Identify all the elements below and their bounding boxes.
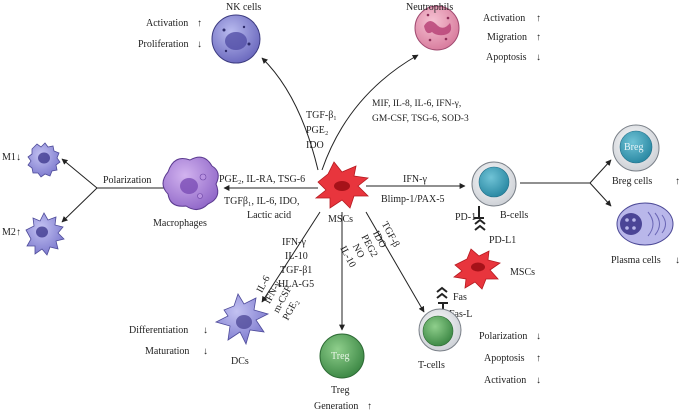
neutrophil-effect-2-label: Migration xyxy=(487,32,527,43)
m2-label: M2 xyxy=(2,227,16,238)
msc-nk-factors: TGF-β₁ PGE₂ IDO xyxy=(306,110,337,151)
dc-effect-1-label: Differentiation xyxy=(129,325,188,336)
m2-macrophage: M2 ↑ xyxy=(2,212,65,256)
dc-effect-1-arrow-icon: ↓ xyxy=(203,325,208,336)
fas-label: Fas xyxy=(453,292,467,303)
nk-cell-nucleus-icon xyxy=(225,32,247,50)
treg-cell-icon xyxy=(319,333,365,379)
msc-neutrophil-factors: MIF, IL-8, IL-6, IFN-γ, GM-CSF, TSG-6, S… xyxy=(372,99,469,124)
treg-factor-3: TGF-β1 xyxy=(280,265,312,276)
nk-effect-2-label: Proliferation xyxy=(138,39,189,50)
dc-effect-2-arrow-icon: ↓ xyxy=(203,346,208,357)
neutrophils-label: Neutrophils xyxy=(406,2,453,13)
dcs-label: DCs xyxy=(231,356,249,367)
breg-label: Breg cells xyxy=(612,176,652,187)
neutrophil-factors-line-1: MIF, IL-8, IL-6, IFN-γ, xyxy=(372,99,461,109)
factor-tgfb1: TGF-β₁ xyxy=(306,110,337,121)
macrophages-label: Macrophages xyxy=(153,218,207,229)
nk-cell: NK cells Activation ↑ Proliferation ↓ xyxy=(138,2,261,64)
factor-pge2: PGE₂ xyxy=(306,125,328,136)
neutrophil-effect-3-label: Apoptosis xyxy=(486,52,527,63)
plasma-cell: Plasma cells ↓ xyxy=(611,202,680,266)
pd1-receptor-icon xyxy=(474,206,484,219)
breg-arrow-icon: ↑ xyxy=(675,176,680,187)
tcell-effect-1-arrow-icon: ↓ xyxy=(536,331,541,342)
tcell-effect-2-label: Apoptosis xyxy=(484,353,525,364)
arrow-to-m2 xyxy=(61,187,98,223)
m1-arrow-icon: ↓ xyxy=(16,152,21,163)
fasl-label: Fas-L xyxy=(449,309,472,320)
arrow-msc-to-dcs xyxy=(261,211,321,303)
nk-cells-label: NK cells xyxy=(226,2,261,13)
factor-ido: IDO xyxy=(306,140,324,151)
m2-arrow-icon: ↑ xyxy=(16,227,21,238)
arrow-msc-to-neutrophils xyxy=(321,54,419,171)
bcell-factor-bottom: Blimp-1/PAX-5 xyxy=(381,194,445,205)
plasma-arrow-icon: ↓ xyxy=(675,255,680,266)
nk-effect-1-label: Activation xyxy=(146,18,188,29)
arrow-to-m1 xyxy=(61,158,98,189)
bcell: IFN-γ Blimp-1/PAX-5 B-cells PD-1 PD-L1 xyxy=(381,161,528,246)
macrophage-factors-top: PGE₂, IL-RA, TSG-6 xyxy=(219,174,305,185)
tcell-effect-1-label: Polarization xyxy=(479,331,527,342)
arrow-to-plasma xyxy=(589,182,612,207)
macrophage-factors-bottom-1: TGFβ₁, IL-6, IDO, xyxy=(224,196,300,207)
treg-inner-label: Treg xyxy=(331,351,350,362)
treg-factor-2: IL-10 xyxy=(285,251,308,262)
bcell-nucleus-icon xyxy=(478,166,510,198)
macrophage: Macrophages PGE₂, IL-RA, TSG-6 TGFβ₁, IL… xyxy=(103,156,305,229)
tcell-effect-3-label: Activation xyxy=(484,375,526,386)
tcell-effect-2-arrow-icon: ↑ xyxy=(536,353,541,364)
plasma-label: Plasma cells xyxy=(611,255,661,266)
neutrophil-effect-2-arrow-icon: ↑ xyxy=(536,32,541,43)
macrophage-factors-bottom-2: Lactic acid xyxy=(247,210,291,221)
nk-effect-2-arrow-icon: ↓ xyxy=(197,39,202,50)
pdl1-label: PD-L1 xyxy=(489,235,516,246)
treg-cell: IFN-γ IL-10 TGF-β1 HLA-G5 Treg Treg Gene… xyxy=(278,237,372,412)
dc-effect-2-label: Maturation xyxy=(145,346,189,357)
macrophage-nucleus-icon xyxy=(180,178,198,194)
msc-center: MSCs xyxy=(314,161,369,225)
tcell-nucleus-icon xyxy=(422,315,454,347)
tcell-effect-3-arrow-icon: ↓ xyxy=(536,375,541,386)
neutrophil-effect-1-arrow-icon: ↑ xyxy=(536,13,541,24)
tcell: TGF-β IDO PEG2 NO IL-10 T-cells Polariza… xyxy=(337,220,541,386)
arrows xyxy=(61,54,612,331)
treg-factor-1: IFN-γ xyxy=(282,237,306,248)
bcell-label: B-cells xyxy=(500,210,528,221)
neutrophil-nucleus-icon xyxy=(424,20,452,36)
neutrophil-effect-3-arrow-icon: ↓ xyxy=(536,52,541,63)
polarization-label: Polarization xyxy=(103,175,151,186)
msc-nucleus-icon xyxy=(334,181,350,191)
tcell-label: T-cells xyxy=(418,360,445,371)
plasma-nucleus-icon xyxy=(620,213,642,235)
treg-generation-arrow-icon: ↑ xyxy=(367,401,372,412)
dendritic-cell: IL-6 IFN-γ m-CSF PGE₂ DCs Differentiatio… xyxy=(129,274,301,367)
treg-generation-label: Generation xyxy=(314,401,358,412)
neutrophil: Neutrophils Activation ↑ Migration ↑ Apo… xyxy=(406,2,541,63)
arrow-msc-to-tcells xyxy=(365,211,425,313)
msc-label: MSCs xyxy=(328,214,353,225)
msc-secondary: MSCs Fas Fas-L xyxy=(436,248,535,320)
nk-effect-1-arrow-icon: ↑ xyxy=(197,18,202,29)
m1-label: M1 xyxy=(2,152,16,163)
neutrophil-effect-1-label: Activation xyxy=(483,13,525,24)
bcell-factor-top: IFN-γ xyxy=(403,174,427,185)
m1-macrophage: M1 ↓ xyxy=(2,142,61,178)
breg-cell: Breg Breg cells ↑ xyxy=(612,124,680,187)
breg-inner-label: Breg xyxy=(624,142,643,153)
fasl-ligand-icon xyxy=(436,286,448,299)
neutrophil-factors-line-2: GM-CSF, TSG-6, SOD-3 xyxy=(372,114,469,124)
arrow-msc-to-nk xyxy=(261,57,319,171)
treg-label: Treg xyxy=(331,385,350,396)
arrow-to-breg xyxy=(589,159,612,184)
treg-factor-4: HLA-G5 xyxy=(278,279,314,290)
msc-secondary-label: MSCs xyxy=(510,267,535,278)
pd1-label: PD-1 xyxy=(455,212,476,223)
pdl1-ligand-icon xyxy=(474,218,486,231)
